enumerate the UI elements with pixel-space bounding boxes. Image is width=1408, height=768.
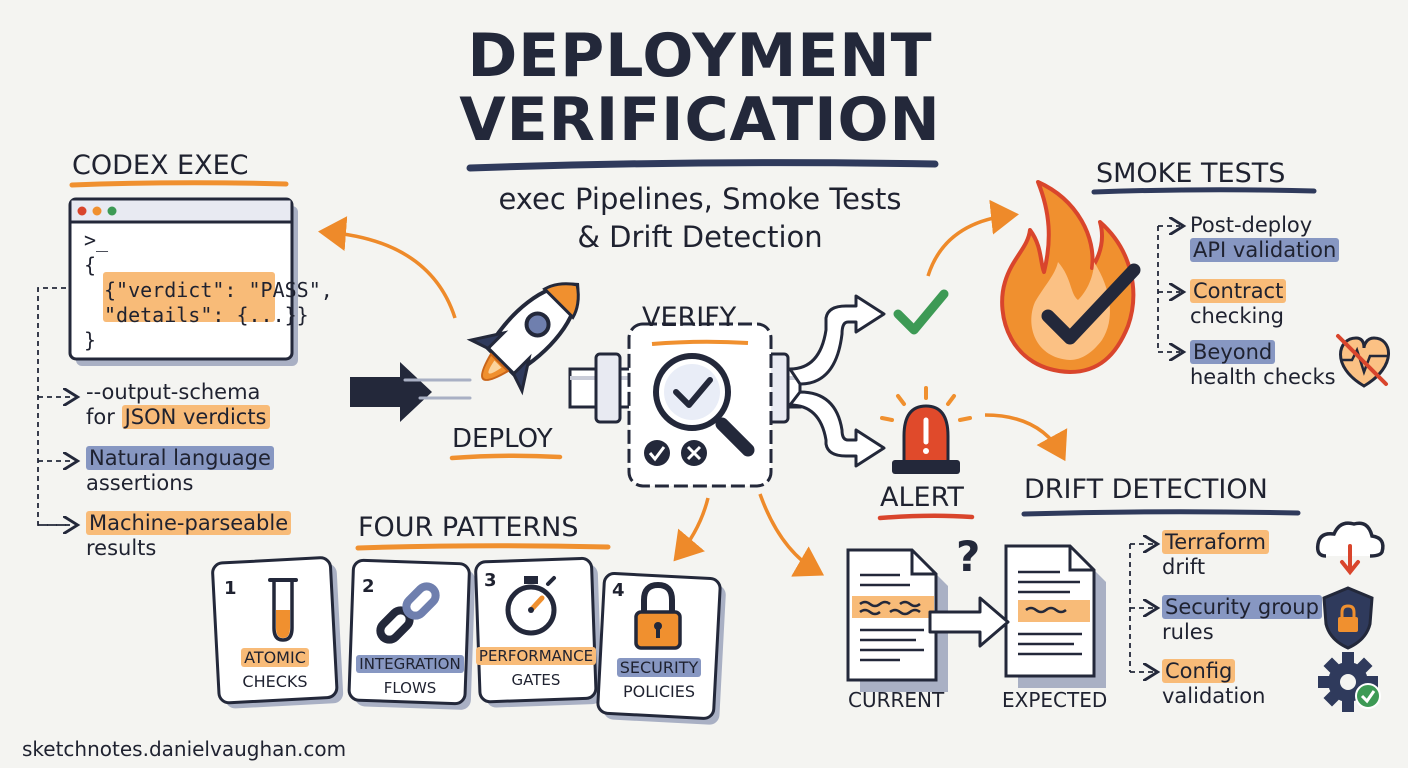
card-1-number: 1 (224, 578, 237, 599)
card-3-number: 3 (484, 570, 497, 591)
drift-item-2-line-2: rules (1162, 620, 1214, 644)
page-subtitle: exec Pipelines, Smoke Tests & Drift Dete… (470, 180, 930, 256)
rocket-icon (466, 282, 580, 396)
smoke-item-3: Beyond health checks (1190, 340, 1336, 390)
drift-item-2-highlight: Security group (1162, 595, 1322, 619)
codex-item-3-highlight: Machine-parseable (86, 511, 292, 535)
codex-item-3-line-2: results (86, 536, 157, 560)
terminal-close-brace: } (84, 328, 97, 352)
card-4-label: SECURITY POLICIES (601, 656, 717, 704)
card-2-line-2: FLOWS (383, 679, 437, 697)
page-title: DEPLOYMENT VERIFICATION (440, 24, 960, 152)
card-1-label: ATOMIC CHECKS (216, 646, 334, 694)
terminal-line-1: {"verdict": "PASS", (104, 278, 333, 302)
terminal-window-icon (68, 197, 298, 366)
test-tube-icon (268, 578, 298, 642)
title-underline (466, 159, 939, 172)
heart-crossed-icon (1336, 334, 1390, 388)
subtitle-line-2: & Drift Detection (577, 220, 823, 254)
gear-check-icon (1318, 652, 1381, 712)
codex-item-1: --output-schema for JSON verdicts (86, 380, 270, 430)
drift-item-3-highlight: Config (1162, 659, 1236, 683)
cloud-download-icon (1315, 521, 1385, 576)
smoke-item-3-highlight: Beyond (1190, 340, 1276, 364)
card-1-line-2: CHECKS (242, 672, 308, 691)
card-4-line-2: POLICIES (622, 682, 696, 701)
terminal-open-brace: { (84, 253, 97, 277)
shield-lock-icon (1322, 586, 1374, 650)
drift-item-1-highlight: Terraform (1162, 530, 1269, 554)
patterns-heading: FOUR PATTERNS (358, 512, 579, 543)
smoke-item-2-highlight: Contract (1190, 279, 1287, 303)
chain-link-icon (376, 582, 440, 644)
padlock-icon (634, 581, 682, 650)
drift-item-3: Config validation (1162, 659, 1265, 709)
current-label: CURRENT (848, 688, 945, 712)
green-check-icon (893, 289, 949, 335)
card-4-line-1: SECURITY (616, 658, 702, 677)
terminal-line-2: "details": {...}} (104, 303, 309, 327)
input-arrow-icon (350, 362, 472, 422)
magnifier-check-icon (653, 353, 755, 457)
expected-document-icon (1004, 544, 1106, 688)
footer-url[interactable]: sketchnotes.danielvaughan.com (22, 737, 347, 761)
drift-item-2: Security group rules (1162, 595, 1322, 645)
title-line-2: VERIFICATION (459, 85, 941, 155)
drift-item-3-line-2: validation (1162, 684, 1266, 708)
drift-heading: DRIFT DETECTION (1024, 474, 1268, 505)
smoke-item-2: Contract checking (1190, 279, 1287, 329)
codex-item-3: Machine-parseable results (86, 511, 292, 561)
codex-item-2: Natural language assertions (86, 446, 274, 496)
title-line-1: DEPLOYMENT (467, 21, 933, 91)
card-3-line-1: PERFORMANCE (475, 647, 597, 665)
smoke-item-3-line-2: health checks (1190, 365, 1336, 389)
codex-item-2-line-2: assertions (86, 471, 194, 495)
stopwatch-icon (505, 576, 557, 636)
card-1-line-1: ATOMIC (241, 648, 309, 667)
drift-item-1-line-2: drift (1162, 555, 1206, 579)
smoke-item-2-line-2: checking (1190, 304, 1284, 328)
card-4-number: 4 (612, 580, 625, 601)
card-2-label: INTEGRATION FLOWS (346, 652, 474, 700)
codex-item-1-line-1: --output-schema (86, 380, 261, 404)
card-3-line-2: GATES (511, 671, 561, 689)
smoke-heading: SMOKE TESTS (1096, 158, 1286, 189)
smoke-item-1: Post-deploy API validation (1190, 213, 1340, 263)
question-mark-icon: ? (956, 532, 981, 581)
card-2-number: 2 (362, 576, 375, 597)
drift-item-1: Terraform drift (1162, 530, 1269, 580)
card-2-line-1: INTEGRATION (356, 655, 464, 673)
codex-item-2-highlight: Natural language (86, 446, 274, 470)
codex-heading: CODEX EXEC (72, 150, 249, 181)
subtitle-line-1: exec Pipelines, Smoke Tests (498, 182, 902, 216)
smoke-item-1-highlight: API validation (1190, 238, 1340, 262)
alert-label: ALERT (880, 482, 964, 513)
terminal-content: >_ { {"verdict": "PASS", "details": {...… (84, 228, 333, 353)
compare-arrow-icon (928, 596, 1010, 648)
terminal-prompt: >_ (84, 228, 109, 252)
flame-check-icon (1000, 180, 1141, 374)
card-3-label: PERFORMANCE GATES (474, 644, 598, 692)
codex-item-1-highlight: JSON verdicts (121, 405, 270, 429)
codex-item-1-prefix: for (86, 405, 122, 429)
pass-fail-icons (644, 440, 707, 466)
smoke-item-1-line-1: Post-deploy (1190, 213, 1313, 237)
split-arrows (788, 294, 886, 468)
verify-label: VERIFY (642, 302, 737, 333)
expected-label: EXPECTED (1002, 688, 1108, 712)
deploy-label: DEPLOY (452, 424, 553, 454)
alert-siren-icon (880, 386, 972, 474)
codex-bracket (37, 287, 74, 525)
